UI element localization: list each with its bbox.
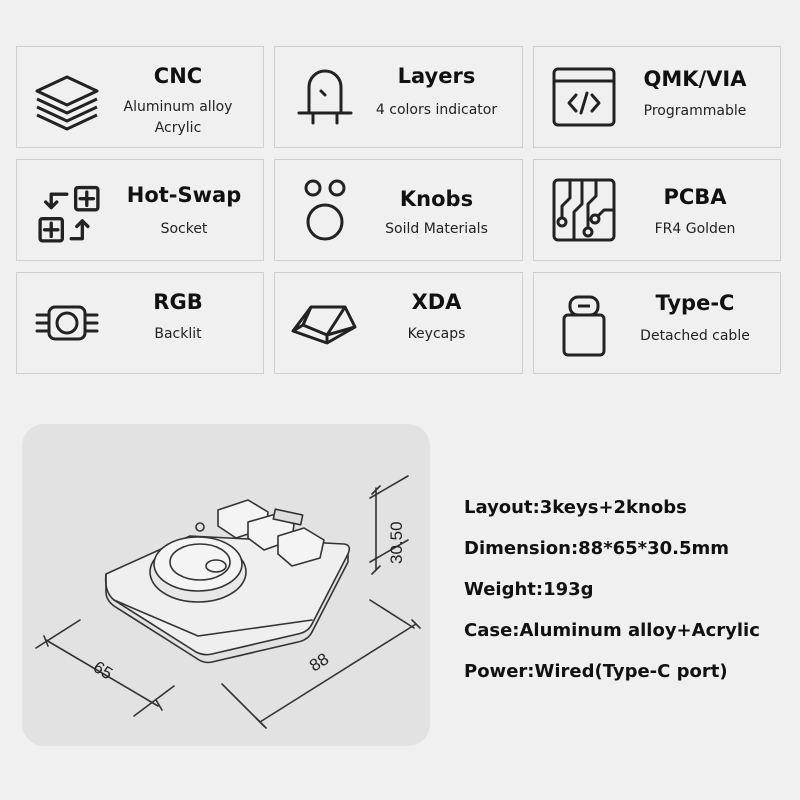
feature-subtitle: Keycaps [407,326,466,342]
spec-power: Power:Wired(Type-C port) [464,661,728,682]
spec-layout: Layout:3keys+2knobs [464,497,687,518]
macropad-dimension-drawing: 30.50 65 88 [35,475,421,729]
dimension-diagram-panel: 30.50 65 88 [22,424,430,746]
feature-subtitle: Programmable [643,103,747,119]
feature-title: CNC [153,64,203,88]
spec-list: Layout:3keys+2knobs Dimension:88*65*30.5… [464,496,760,701]
feature-title: RGB [153,290,203,314]
feature-subtitle: FR4 Golden [654,221,736,237]
feature-title: Knobs [399,187,474,211]
knobs-icon [304,179,346,241]
feature-card-hot-swap: Hot-Swap Socket [16,159,264,261]
feature-title: XDA [411,290,462,314]
feature-card-qmk-via: QMK/VIA Programmable [533,46,781,148]
feature-subtitle: Soild Materials [385,221,488,237]
spec-weight: Weight:193g [464,579,594,600]
feature-title: Layers [397,64,476,88]
rgb-led-icon [35,305,99,341]
code-window-icon [552,67,616,127]
feature-title: QMK/VIA [643,67,747,91]
circuit-board-icon [552,178,616,242]
layers-stack-icon [35,75,99,131]
led-diode-icon [297,69,353,125]
hot-swap-icon [38,185,100,243]
feature-subtitle: Aluminum alloy [123,99,233,115]
feature-card-layers: Layers 4 colors indicator [274,46,523,148]
spec-case: Case:Aluminum alloy+Acrylic [464,620,760,641]
feature-card-type-c: Type-C Detached cable [533,272,781,374]
feature-title: PCBA [663,185,727,209]
feature-title: Type-C [655,291,735,315]
spec-dimension: Dimension:88*65*30.5mm [464,538,729,559]
feature-card-xda: XDA Keycaps [274,272,523,374]
height-dimension-label: 30.50 [387,521,406,564]
feature-title: Hot-Swap [126,183,242,207]
feature-subtitle: 4 colors indicator [375,102,498,118]
width-dimension-label: 88 [306,649,332,675]
feature-subtitle: Backlit [154,326,202,342]
feature-subtitle: Acrylic [154,120,202,136]
keycap-icon [291,305,357,345]
usb-c-connector-icon [562,295,606,357]
feature-subtitle: Socket [160,221,208,237]
feature-card-cnc: CNC Aluminum alloy Acrylic [16,46,264,148]
feature-subtitle: Detached cable [640,328,750,344]
feature-card-knobs: Knobs Soild Materials [274,159,523,261]
feature-card-rgb: RGB Backlit [16,272,264,374]
feature-card-pcba: PCBA FR4 Golden [533,159,781,261]
